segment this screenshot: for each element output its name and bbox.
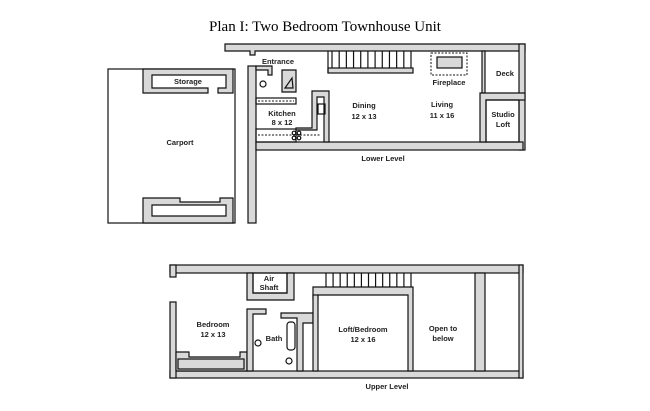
label-shaft: Shaft bbox=[260, 283, 279, 292]
bedroom-closet bbox=[175, 351, 248, 372]
loft-left-wall bbox=[312, 294, 319, 372]
upper-stairs bbox=[325, 273, 412, 287]
lower-bottom-wall bbox=[255, 141, 524, 151]
storage-top-wall bbox=[142, 68, 234, 94]
label-studio: Studio bbox=[491, 110, 515, 119]
refrigerator-icon bbox=[317, 103, 326, 115]
label-air: Air bbox=[264, 274, 275, 283]
label-carport: Carport bbox=[166, 138, 194, 147]
kitchen-cabinets bbox=[255, 128, 297, 143]
label-living: Living bbox=[431, 100, 454, 109]
toilet-icon bbox=[259, 80, 267, 88]
label-storage: Storage bbox=[174, 77, 202, 86]
lower-left-wall bbox=[247, 65, 257, 224]
closet-door bbox=[177, 358, 245, 370]
kitchen-partition bbox=[295, 90, 330, 143]
fireplace-icon bbox=[436, 56, 463, 69]
sink-icon bbox=[254, 339, 262, 347]
upper-left-wall bbox=[169, 301, 177, 379]
label-bedroom: Bedroom bbox=[197, 320, 230, 329]
lower-level-plan: Storage Entrance Fireplace Deck Kitchen … bbox=[107, 43, 526, 224]
label-upper-level: Upper Level bbox=[366, 382, 409, 391]
upper-bottom-wall bbox=[169, 370, 524, 379]
open-below-wall bbox=[474, 272, 486, 372]
fireplace-hearth bbox=[430, 52, 468, 76]
label-open-to: Open to bbox=[429, 324, 458, 333]
storage-bottom-wall bbox=[142, 197, 234, 224]
label-dining-size: 12 x 13 bbox=[351, 112, 376, 121]
lower-stairs bbox=[327, 51, 414, 74]
label-lower-level: Lower Level bbox=[361, 154, 404, 163]
label-fireplace: Fireplace bbox=[433, 78, 466, 87]
label-below: below bbox=[432, 334, 453, 343]
label-bedroom-size: 12 x 13 bbox=[200, 330, 225, 339]
label-entrance: Entrance bbox=[262, 57, 294, 66]
entrance-wall bbox=[255, 65, 273, 76]
upper-right-wall bbox=[518, 264, 524, 379]
bath-left-wall bbox=[246, 308, 267, 372]
label-dining: Dining bbox=[352, 101, 376, 110]
stove-icon bbox=[291, 130, 302, 141]
upper-top-wall bbox=[169, 264, 524, 274]
toilet-icon-upper bbox=[285, 357, 293, 365]
upper-left-wall-top bbox=[169, 264, 177, 278]
label-loft-bedroom-size: 12 x 16 bbox=[350, 335, 375, 344]
closet bbox=[281, 69, 297, 93]
plan-title: Plan I: Two Bedroom Townhouse Unit bbox=[209, 19, 442, 35]
label-kitchen: Kitchen bbox=[268, 109, 296, 118]
label-studio-loft: Loft bbox=[496, 120, 511, 129]
deck-wall bbox=[481, 50, 486, 94]
label-loft-bedroom: Loft/Bedroom bbox=[338, 325, 387, 334]
closet-door-icon bbox=[283, 76, 294, 89]
studio-loft-outline bbox=[485, 99, 520, 143]
label-deck: Deck bbox=[496, 69, 515, 78]
label-living-size: 11 x 16 bbox=[430, 111, 455, 120]
upper-level-plan: Air Shaft Bedroom 12 x 13 Bath Loft/Bedr… bbox=[169, 264, 524, 391]
bathtub-icon bbox=[286, 321, 296, 351]
label-kitchen-size: 8 x 12 bbox=[272, 118, 293, 127]
kitchen-counter bbox=[255, 97, 297, 105]
air-shaft bbox=[252, 272, 288, 294]
label-bath: Bath bbox=[266, 334, 283, 343]
